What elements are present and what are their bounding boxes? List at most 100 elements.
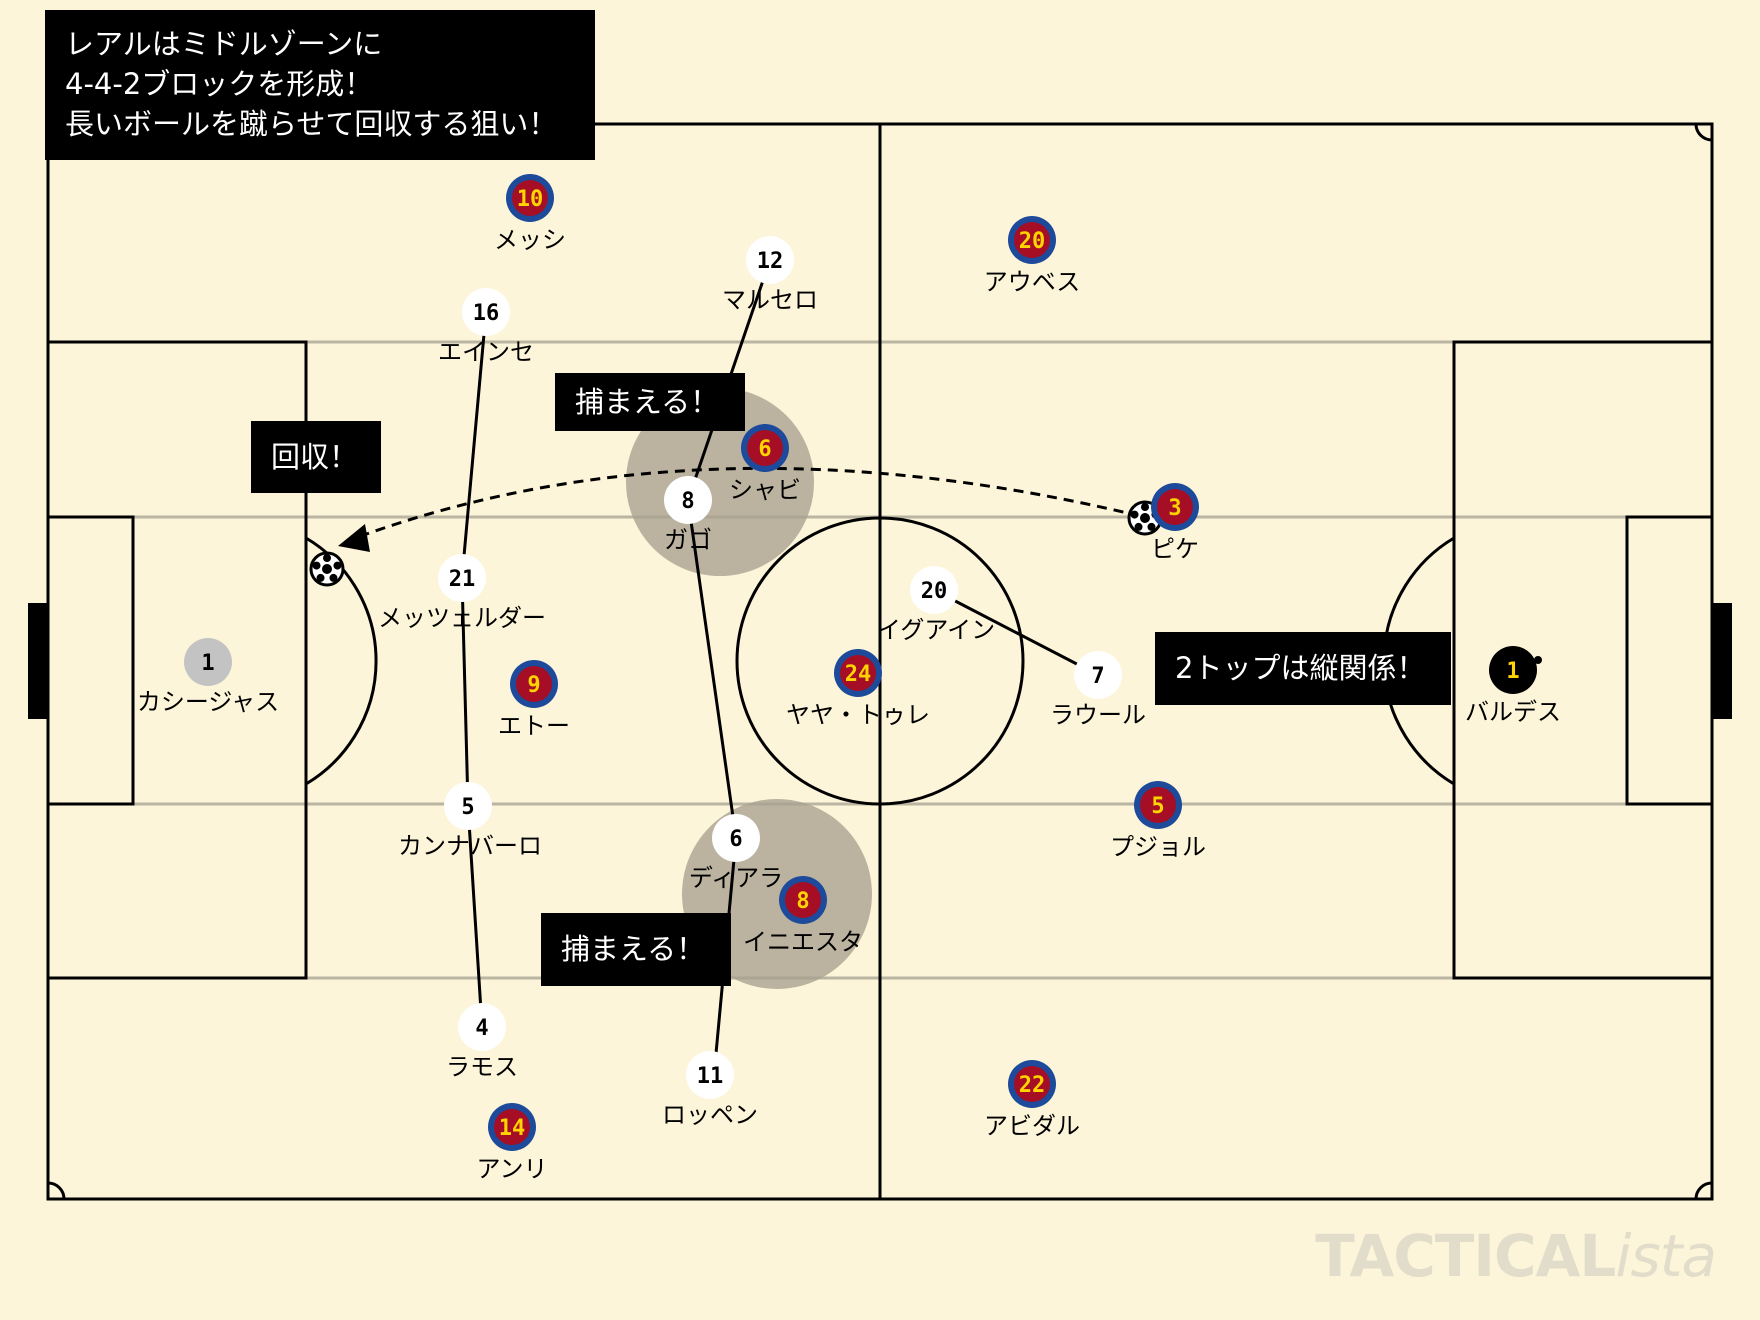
pitch bbox=[46, 122, 1714, 1201]
real-name: エインセ bbox=[438, 338, 534, 366]
real-name: ラウール bbox=[1050, 701, 1146, 729]
real-number: 8 bbox=[681, 489, 694, 514]
barca-name: アビダル bbox=[984, 1112, 1080, 1140]
barca-number: 1 bbox=[1506, 659, 1519, 684]
barca-number: 6 bbox=[758, 437, 771, 462]
barca-number: 22 bbox=[1019, 1073, 1046, 1098]
barca-name: メッシ bbox=[494, 226, 566, 254]
barca-name: プジョル bbox=[1110, 833, 1206, 861]
callout-main: レアルはミドルゾーンに 4-4-2ブロックを形成！ 長いボールを蹴らせて回収する… bbox=[45, 10, 595, 160]
real-number: 21 bbox=[449, 567, 476, 592]
real-number: 16 bbox=[473, 301, 500, 326]
real-marker bbox=[1074, 651, 1122, 699]
barca-player-8: 8 イニエスタ bbox=[743, 876, 863, 956]
real-player-4: 4 ラモス bbox=[446, 1003, 518, 1081]
barca-player-10: 10 メッシ bbox=[494, 174, 566, 254]
callout-two-top: 2トップは縦関係！ bbox=[1155, 632, 1451, 705]
soccer-ball-icon bbox=[309, 551, 345, 587]
real-marker bbox=[712, 814, 760, 862]
barca-number: 9 bbox=[527, 673, 540, 698]
real-marker bbox=[910, 566, 958, 614]
barca-name: イニエスタ bbox=[743, 928, 863, 956]
defensive-line bbox=[460, 311, 488, 1028]
real-marker bbox=[458, 1003, 506, 1051]
real-marker bbox=[444, 782, 492, 830]
center-circle bbox=[735, 516, 1025, 806]
real-player-7: 7 ラウール bbox=[1050, 651, 1146, 729]
right-goal bbox=[1712, 603, 1732, 719]
real-name: カシージャス bbox=[137, 688, 279, 716]
logo-suffix: ista bbox=[1615, 1222, 1717, 1290]
barca-number: 14 bbox=[499, 1116, 526, 1141]
callout-catch-bottom: 捕まえる！ bbox=[541, 913, 731, 986]
real-player-1: 1 カシージャス bbox=[137, 638, 279, 716]
barca-marker-fill bbox=[1140, 787, 1176, 823]
left-goal-area bbox=[46, 515, 135, 806]
arrow-head bbox=[338, 524, 370, 552]
barca-number: 20 bbox=[1019, 229, 1046, 254]
real-name: カンナバーロ bbox=[398, 832, 542, 860]
barca-player-1: 1 バルデス bbox=[1465, 646, 1561, 726]
barca-number: 8 bbox=[796, 889, 809, 914]
barca-marker-fill bbox=[1014, 222, 1050, 258]
barca-marker-fill bbox=[1014, 1066, 1050, 1102]
real-name: ディアラ bbox=[689, 864, 783, 892]
barca-number: 24 bbox=[845, 662, 872, 687]
forward-line bbox=[933, 588, 1099, 677]
corner-arc-tr bbox=[1694, 123, 1713, 142]
real-player-8: 8ガゴ bbox=[664, 476, 712, 554]
barca-keeper-dot bbox=[1534, 656, 1542, 664]
real-marker bbox=[746, 236, 794, 284]
barca-name: ヤヤ・トゥレ bbox=[786, 701, 930, 729]
real-marker bbox=[184, 638, 232, 686]
barca-player-24: 24 ヤヤ・トゥレ bbox=[786, 649, 930, 729]
barca-marker-fill bbox=[516, 666, 552, 702]
barca-number: 10 bbox=[517, 187, 544, 212]
real-number: 12 bbox=[757, 249, 784, 274]
real-name: メッツェルダー bbox=[378, 604, 546, 632]
barca-marker-fill bbox=[747, 430, 783, 466]
barca-name: バルデス bbox=[1465, 698, 1561, 726]
real-player-11: 11 ロッペン bbox=[662, 1051, 758, 1129]
barca-keeper-marker bbox=[1489, 646, 1537, 694]
barca-marker-fill bbox=[840, 655, 876, 691]
callout-catch-top: 捕まえる！ bbox=[555, 373, 745, 431]
barca-number: 5 bbox=[1151, 794, 1164, 819]
real-number: 1 bbox=[201, 651, 214, 676]
real-player-5: 5 カンナバーロ bbox=[398, 782, 542, 860]
real-name: ロッペン bbox=[662, 1101, 758, 1129]
barca-player-22: 22 アビダル bbox=[984, 1060, 1080, 1140]
real-number: 6 bbox=[729, 827, 742, 852]
right-goal-area bbox=[1625, 515, 1714, 806]
corner-arc-bl bbox=[47, 1181, 66, 1200]
barca-player-6: 6 シャビ bbox=[729, 424, 801, 504]
real-number: 11 bbox=[697, 1064, 724, 1089]
tacticalista-logo: TACTICALista bbox=[1315, 1222, 1717, 1290]
real-player-16: 16 エインセ bbox=[438, 288, 534, 366]
barca-player-20: 20 アウベス bbox=[984, 216, 1080, 296]
barca-name: アウベス bbox=[984, 268, 1080, 296]
barca-marker-fill bbox=[785, 882, 821, 918]
barca-name: エトー bbox=[498, 712, 570, 740]
barca-marker-fill bbox=[1157, 489, 1193, 525]
real-number: 7 bbox=[1091, 664, 1104, 689]
barca-player-5: 5 プジョル bbox=[1110, 781, 1206, 861]
real-number: 5 bbox=[461, 795, 474, 820]
real-name: ラモス bbox=[446, 1053, 518, 1081]
callout-recover: 回収！ bbox=[251, 421, 381, 493]
balls bbox=[309, 500, 1163, 587]
barca-player-9: 9 エトー bbox=[498, 660, 570, 740]
real-name: イグアイン bbox=[877, 616, 995, 644]
corner-arc-br bbox=[1694, 1181, 1713, 1200]
real-number: 4 bbox=[475, 1016, 488, 1041]
barca-name: シャビ bbox=[729, 476, 801, 504]
barca-name: ピケ bbox=[1151, 535, 1199, 563]
long-ball-path bbox=[338, 466, 1141, 552]
barca-marker-fill bbox=[494, 1109, 530, 1145]
real-marker bbox=[438, 554, 486, 602]
barca-marker-fill bbox=[512, 180, 548, 216]
